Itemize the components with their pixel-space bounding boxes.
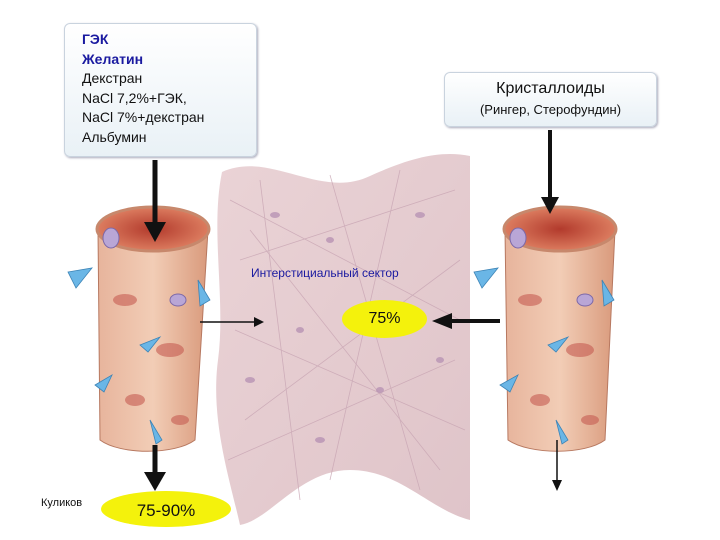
crystalloids-box: Кристаллоиды (Рингер, Стерофундин) <box>444 72 657 127</box>
right-to-interstitial-arrow <box>432 313 500 329</box>
crystalloids-subtitle: (Рингер, Стерофундин) <box>479 102 622 117</box>
intravascular-percentage-badge: 75-90% <box>101 491 231 527</box>
author-label: Куликов <box>41 497 83 509</box>
left-blood-vessel <box>67 205 211 452</box>
colloid-item: Альбумин <box>82 128 147 145</box>
colloid-item: NaCl 7,2%+ГЭК, <box>82 89 187 106</box>
colloid-item: Декстран <box>82 70 143 87</box>
left-retained-arrow <box>144 445 166 491</box>
right-blood-vessel <box>473 205 618 452</box>
interstitial-tissue <box>216 154 470 525</box>
colloid-item: ГЭК <box>82 31 109 47</box>
right-retained-arrow <box>552 440 562 491</box>
colloid-item: Желатин <box>82 50 144 67</box>
colloids-box: ГЭК Желатин Декстран NaCl 7,2%+ГЭК, NaCl… <box>64 23 257 157</box>
left-to-interstitial-arrow <box>200 317 264 327</box>
crystalloids-title: Кристаллоиды <box>496 80 605 97</box>
crystalloid-down-arrow <box>541 130 559 214</box>
interstitial-percentage-badge: 75% <box>342 300 427 338</box>
colloid-item: NaCl 7%+декстран <box>82 109 205 126</box>
interstitial-sector-label: Интерстициальный сектор <box>251 266 399 280</box>
colloid-down-arrow <box>144 160 166 242</box>
